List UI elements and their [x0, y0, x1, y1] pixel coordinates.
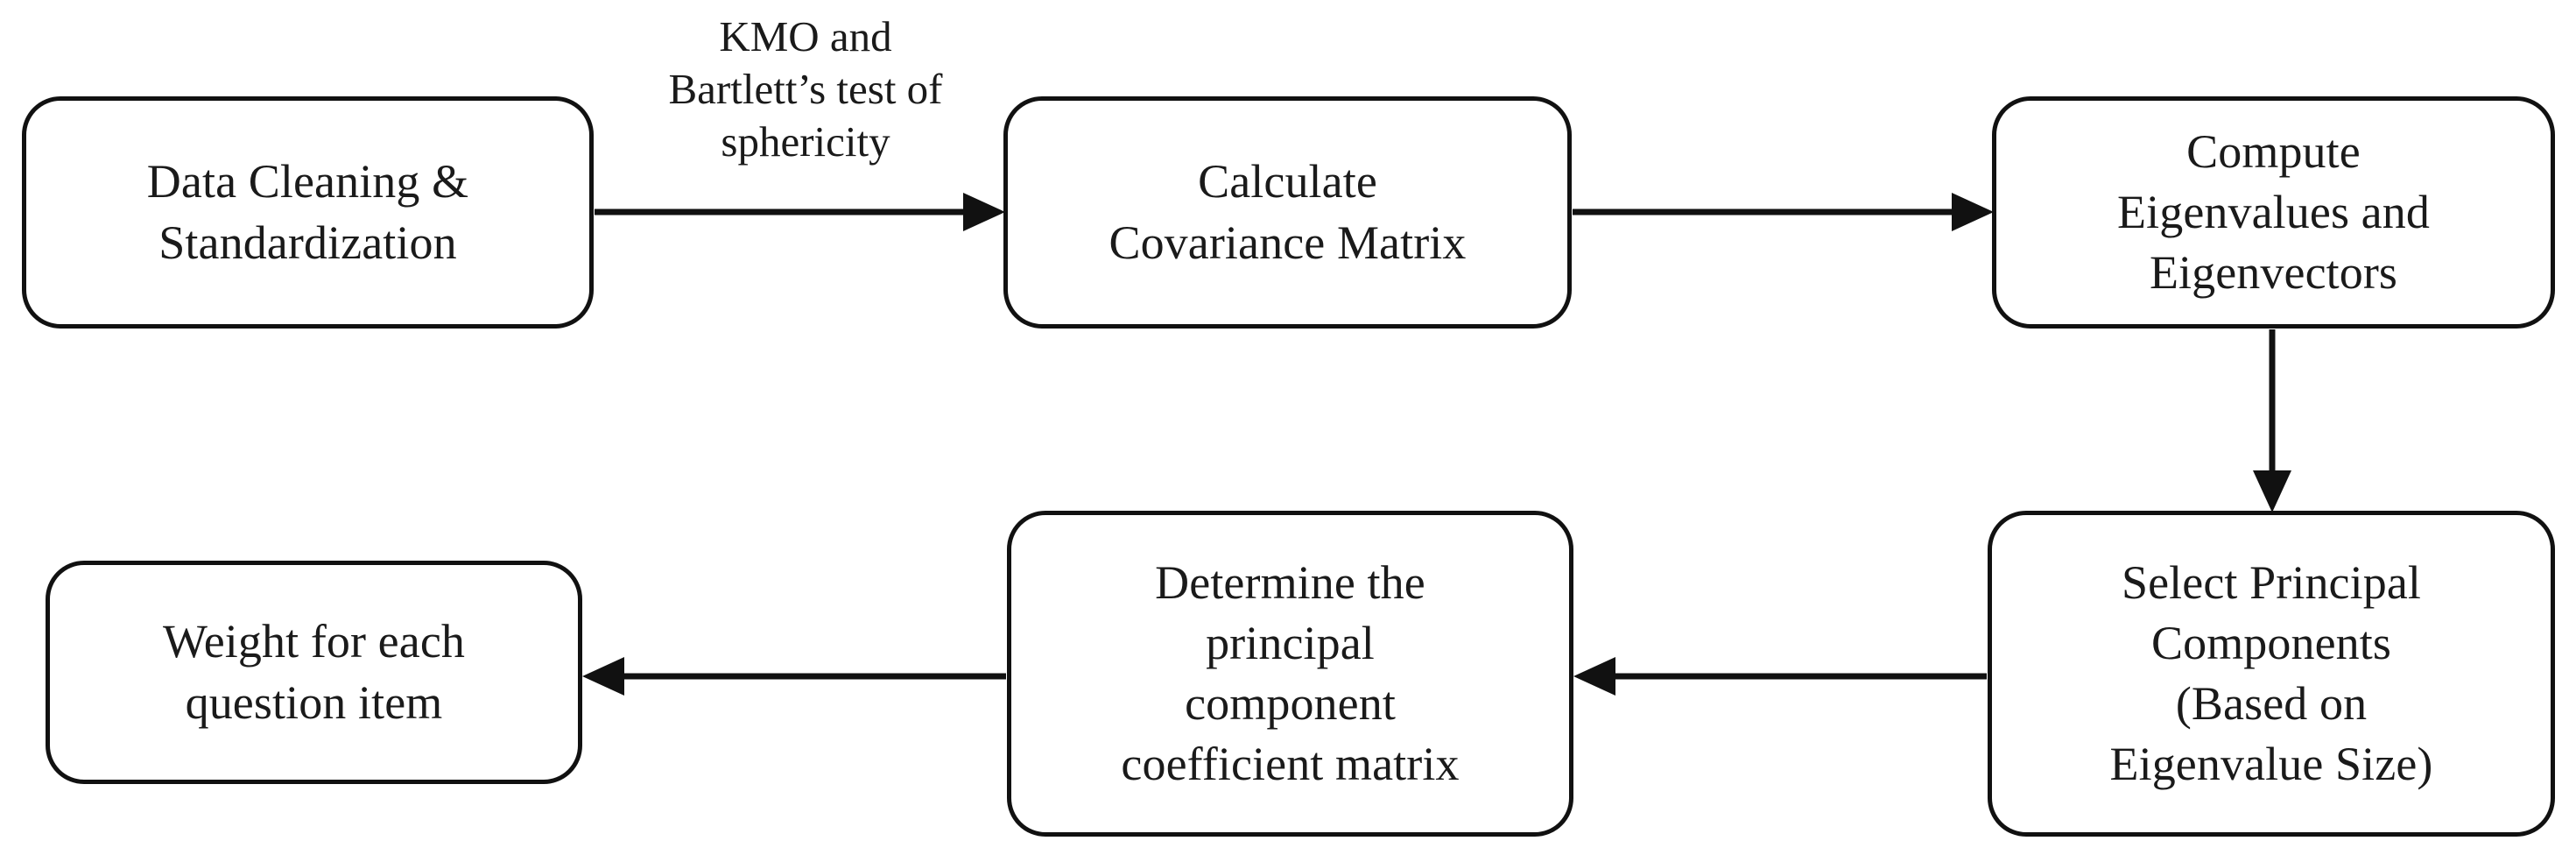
node-label: Calculate Covariance Matrix [1109, 155, 1467, 269]
node-label: Determine the principal component coeffi… [1121, 555, 1460, 791]
edge-label-kmo-bartlett: KMO and Bartlett’s test of sphericity [668, 12, 943, 166]
node-label: Data Cleaning & Standardization [146, 155, 469, 269]
arrow-determine-to-weight [582, 657, 1006, 696]
node-determine-principal-component-coefficient-matrix[interactable]: Determine the principal component coeffi… [1007, 511, 1573, 837]
node-label: Weight for each question item [163, 615, 465, 729]
node-compute-eigenvalues-eigenvectors[interactable]: Compute Eigenvalues and Eigenvectors [1992, 96, 2555, 329]
node-label: Select Principal Components (Based on Ei… [2109, 555, 2433, 791]
node-select-principal-components[interactable]: Select Principal Components (Based on Ei… [1988, 511, 2555, 837]
arrow-eigen-to-select [2253, 329, 2291, 512]
arrow-covariance-to-eigen [1573, 193, 1994, 231]
node-label: Compute Eigenvalues and Eigenvectors [2117, 124, 2430, 300]
node-weight-for-each-question-item[interactable]: Weight for each question item [46, 561, 582, 784]
node-calculate-covariance-matrix[interactable]: Calculate Covariance Matrix [1003, 96, 1572, 329]
arrow-cleaning-to-covariance [595, 193, 1005, 231]
node-data-cleaning-standardization[interactable]: Data Cleaning & Standardization [22, 96, 594, 329]
arrow-select-to-determine [1573, 657, 1987, 696]
